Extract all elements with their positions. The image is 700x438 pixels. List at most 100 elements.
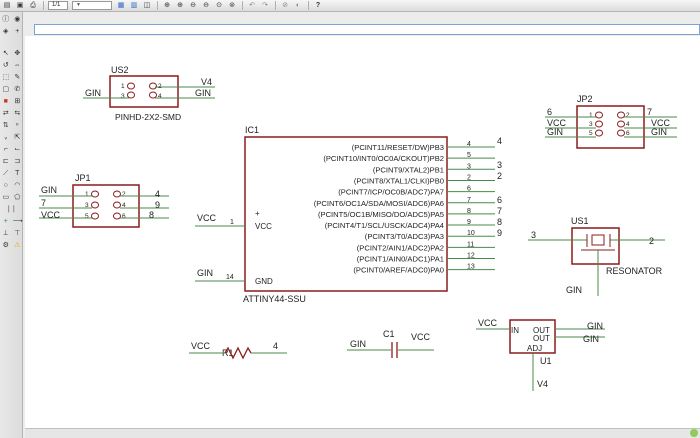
attribute-icon[interactable]: ⊥ (2, 229, 9, 237)
save-icon[interactable]: ▣ (16, 1, 24, 9)
wrench-icon[interactable]: ✆ (14, 85, 21, 93)
copy-icon[interactable]: ✥ (14, 49, 21, 57)
move-icon[interactable]: ↖ (2, 49, 9, 57)
delete-icon[interactable]: ■ (3, 97, 8, 105)
zoom-out-2-icon[interactable]: ⊖ (203, 1, 209, 9)
part-us2[interactable]: US2 PINHD-2X2-SMD 1 3 2 4 GIN V4 GIN (83, 65, 215, 122)
text-icon[interactable]: T (15, 169, 20, 177)
zoom-out-icon[interactable]: ⊖ (190, 1, 196, 9)
jp1-pin-3: 3 (85, 202, 89, 209)
ic1-pin-number: 13 (467, 264, 475, 271)
jp1-net-l2: 7 (41, 198, 46, 208)
junction-icon[interactable]: + (3, 217, 8, 225)
part-u1[interactable]: IN OUT OUT ADJ U1 VCC GIN GIN V4 (476, 318, 605, 391)
jp1-pin-5: 5 (85, 213, 89, 220)
toolbar-divider (157, 1, 158, 10)
ic1-pin-number: 9 (467, 219, 471, 226)
zoom-redraw-icon[interactable]: ⊚ (229, 1, 235, 9)
jp2-pin-4: 4 (626, 121, 630, 128)
file-icon[interactable]: ▤ (3, 1, 11, 9)
arc-icon[interactable]: ◠ (14, 181, 21, 189)
status-bar (25, 428, 700, 438)
dimension-icon[interactable]: ⊤ (14, 229, 21, 237)
print-icon[interactable]: ⎙ (30, 1, 36, 9)
jp2-pin-6: 6 (626, 130, 630, 137)
schematic-canvas[interactable]: US2 PINHD-2X2-SMD 1 3 2 4 GIN V4 GIN (25, 36, 700, 438)
sheet-dropdown[interactable]: ▼ (72, 1, 112, 10)
gateswap-icon[interactable]: ⇅ (2, 121, 9, 129)
part-jp1[interactable]: JP1 1 3 5 2 4 6 GIN 7 (39, 173, 169, 228)
schematic-drawing: US2 PINHD-2X2-SMD 1 3 2 4 GIN V4 GIN (39, 65, 677, 391)
split-icon[interactable]: ⌙ (14, 145, 21, 153)
part-jp2[interactable]: JP2 1 3 5 2 4 6 6 VCC (545, 94, 677, 149)
part-r1[interactable]: R1 VCC 4 (189, 341, 287, 360)
mark-icon[interactable]: + (15, 27, 20, 35)
add-icon[interactable]: ⊞ (14, 97, 21, 105)
miter-icon[interactable]: ⌐ (3, 145, 8, 153)
pinswap-icon[interactable]: ⇄ (2, 109, 9, 117)
sheet-select-value: 1/1 (52, 2, 61, 8)
erc-icon[interactable]: ⚙ (2, 241, 9, 249)
ic1-signal-label: (PCINT4/T1/SCL/USCK/ADC4)PA4 (325, 221, 444, 230)
stop-icon[interactable]: ⊘ (282, 1, 288, 9)
ic1-pin-number: 5 (467, 152, 471, 159)
circle-icon[interactable]: ○ (3, 181, 8, 189)
invoke-icon[interactable]: ⊏ (2, 157, 9, 165)
value-icon[interactable]: ᵥ (4, 133, 7, 141)
invoke-2-icon[interactable]: ⊐ (14, 157, 21, 165)
show-icon[interactable]: ◉ (14, 15, 21, 23)
use-icon[interactable]: ◫ (143, 1, 151, 9)
zoom-fit-icon[interactable]: ⊕ (164, 1, 170, 9)
rotate-icon[interactable]: ↺ (2, 61, 9, 69)
smash-icon[interactable]: ⇱ (14, 133, 21, 141)
jp2-pin-2: 2 (626, 112, 630, 119)
r1-net-right: 4 (273, 341, 278, 351)
mirror-icon[interactable]: ⇔ (13, 61, 21, 69)
paste-icon[interactable]: ▢ (2, 85, 10, 93)
zoom-select-icon[interactable]: ⊙ (216, 1, 222, 9)
part-ic1[interactable]: IC1 ATTINY44-SSU + VCC GND 1 14 VCC GIN … (195, 125, 502, 304)
display-icon[interactable]: ◈ (3, 27, 9, 35)
cam-icon[interactable]: ▦ (117, 1, 125, 9)
go-icon[interactable]: ◐ (295, 1, 301, 9)
undo-icon[interactable]: ↶ (249, 1, 255, 9)
sheet-select[interactable]: 1/1 (48, 1, 68, 10)
command-line[interactable] (34, 24, 700, 41)
jp1-net-r1: 4 (155, 189, 160, 199)
ic1-net-pa5: 8 (497, 217, 502, 227)
wire-icon[interactable]: ⟋ (3, 169, 9, 177)
net-icon[interactable]: ⎸ (13, 205, 21, 213)
ic1-net-pa4: 9 (497, 228, 502, 238)
part-c1[interactable]: C1 GIN VCC (347, 329, 434, 358)
errors-icon[interactable]: ⚠ (14, 241, 21, 249)
us1-net-bottom: GIN (566, 285, 582, 295)
redo-icon[interactable]: ↷ (262, 1, 268, 9)
ic1-signal-label: (PCINT7/ICP/OC0B/ADC7)PA7 (338, 188, 444, 197)
u1-out1-label: OUT (533, 326, 550, 335)
info-icon[interactable]: ⓘ (2, 15, 10, 23)
rect-icon[interactable]: ▭ (2, 193, 10, 201)
polygon-icon[interactable]: ⬠ (14, 193, 21, 201)
replace-icon[interactable]: ⇆ (14, 109, 21, 117)
ic1-pin-1: 1 (230, 219, 234, 226)
bus-icon[interactable]: ⎹ (2, 205, 10, 213)
name-icon[interactable]: ⁿ (15, 121, 19, 129)
jp1-name: JP1 (75, 173, 91, 183)
u1-net-in: VCC (478, 318, 498, 328)
help-icon[interactable]: ? (315, 1, 321, 9)
zoom-in-icon[interactable]: ⊕ (177, 1, 183, 9)
ic1-pin-number: 8 (467, 208, 471, 215)
toolbar-divider (275, 1, 276, 10)
tool-palette: ⓘ ◉ ◈ + ↖ ✥ ↺ ⇔ ⬚ ✎ ▢ ✆ ■ ⊞ ⇄ ⇆ ⇅ ⁿ ᵥ ⇱ ⌐ ⌙ ⊏ ⊐ ⟋ T ○… (0, 12, 23, 438)
main-toolbar: ▤ ▣ ⎙ 1/1 ▼ ▦ ▥ ◫ ⊕ ⊕ ⊖ ⊖ ⊙ ⊚ ↶ ↷ ⊘ ◐ ? (0, 0, 700, 12)
board-icon[interactable]: ▥ (130, 1, 138, 9)
part-us1[interactable]: US1 RESONATOR 3 2 GIN (528, 216, 665, 296)
us2-pin-3: 3 (121, 93, 125, 100)
jp1-pin-2: 2 (122, 191, 126, 198)
label-icon[interactable]: ⟶ (12, 217, 23, 225)
group-icon[interactable]: ⬚ (2, 73, 10, 81)
change-icon[interactable]: ✎ (14, 73, 21, 81)
u1-net-out: GIN (587, 321, 603, 331)
ic1-net-pb1: 3 (497, 160, 502, 170)
